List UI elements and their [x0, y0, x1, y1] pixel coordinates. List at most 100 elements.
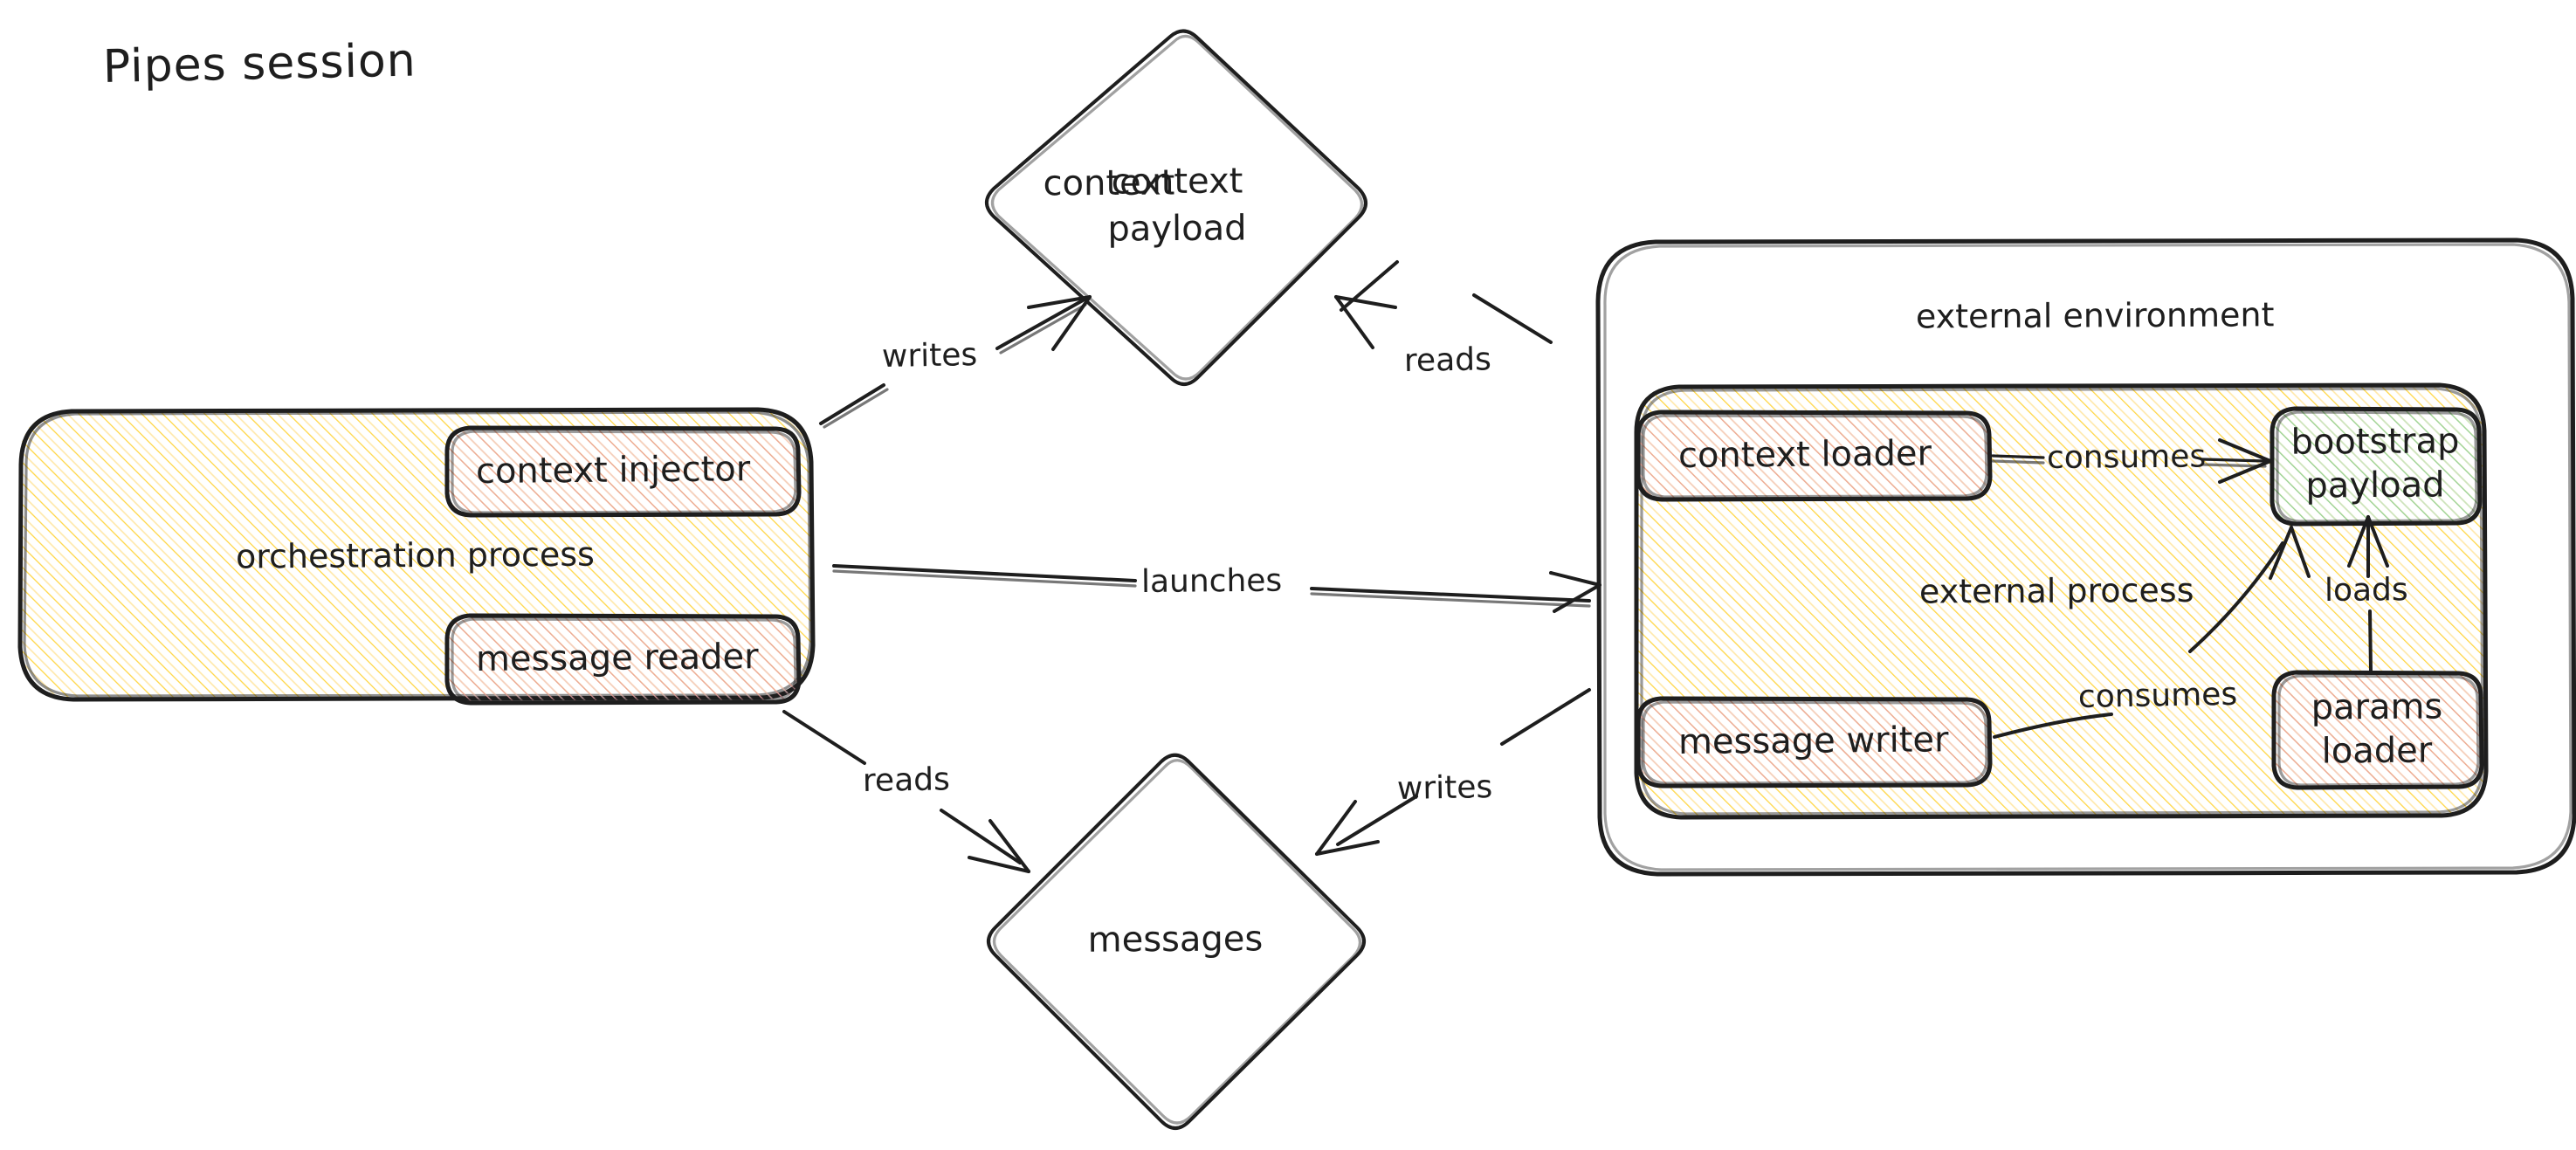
- page-title: Pipes session: [102, 34, 417, 93]
- message-writer-outline-1: [1636, 696, 1993, 788]
- context-payload-text: context payload: [1107, 161, 1246, 249]
- message-writer-label: message writer: [1678, 720, 1949, 762]
- edge-reads-msg-line-b: [940, 809, 1022, 864]
- bootstrap-payload-outline-1: [2269, 406, 2483, 527]
- orchestration-label: orchestration process: [236, 535, 595, 576]
- edge-writes-msg-head-2: [1315, 800, 1357, 856]
- node-context-payload[interactable]: context: [985, 29, 1367, 386]
- context-payload-outline-2: [990, 34, 1364, 381]
- params-loader-outline-1: [2271, 670, 2484, 790]
- node-context-loader[interactable]: context loader: [1636, 410, 1993, 502]
- messages-outline-1: [987, 753, 1366, 1130]
- edge-loads-bootstrap-label: loads: [2325, 572, 2408, 609]
- edge-consumes-mw-head-1: [2269, 526, 2293, 580]
- edge-loads-line-a: [2368, 609, 2373, 672]
- edge-consumes-bootstrap[interactable]: consumes: [1991, 438, 2272, 484]
- edge-consumes-mw-line-a: [1993, 713, 2113, 739]
- edge-reads-msg-head-2: [988, 819, 1030, 873]
- params-loader-fill: [2272, 672, 2482, 788]
- edge-writes-messages[interactable]: writes: [1315, 688, 1591, 856]
- edge-launches-head-1: [1549, 571, 1601, 587]
- external-environment-outline-1: [1595, 238, 2576, 877]
- node-orchestration-process[interactable]: orchestration process context injector m…: [17, 407, 816, 706]
- context-injector-outline-1: [444, 425, 802, 518]
- edge-launches[interactable]: launches: [832, 563, 1601, 613]
- edge-writes-cp-head-1: [1027, 295, 1092, 309]
- external-process-outline-1: [1634, 382, 2489, 820]
- edge-loads-bootstrap[interactable]: loads: [2325, 515, 2408, 672]
- edge-loads-head-1: [2347, 515, 2370, 568]
- node-messages[interactable]: messages: [987, 753, 1366, 1130]
- node-external-environment[interactable]: external environment external process co…: [1595, 238, 2576, 877]
- message-writer-fill: [1636, 699, 1990, 786]
- orchestration-outline-1: [17, 407, 816, 702]
- node-context-injector[interactable]: context injector: [444, 425, 802, 518]
- bootstrap-payload-outline-2: [2276, 410, 2478, 523]
- bootstrap-payload-fill: [2270, 409, 2480, 524]
- edge-writes-context-payload-label: writes: [882, 337, 978, 375]
- edge-reads-messages[interactable]: reads: [782, 710, 1030, 873]
- context-loader-fill: [1636, 412, 1990, 499]
- messages-outline-2: [992, 759, 1362, 1125]
- edge-reads-messages-label: reads: [863, 761, 951, 799]
- edge-consumes-bp-head-2: [2218, 459, 2272, 484]
- edge-reads-context-payload[interactable]: reads: [1334, 260, 1553, 379]
- params-loader-label-line1: params: [2311, 686, 2442, 727]
- edge-consumes-message-writer-label: consumes: [2078, 677, 2238, 715]
- edge-reads-cp-head-1: [1334, 295, 1397, 309]
- page-title-text: Pipes session: [102, 34, 417, 93]
- bootstrap-payload-label-line2: payload: [2305, 465, 2444, 506]
- params-loader-outline-2: [2277, 674, 2480, 787]
- context-payload-label-line1: context: [1043, 163, 1174, 204]
- messages-label: messages: [1088, 919, 1264, 960]
- orchestration-outline-2: [23, 410, 812, 698]
- context-injector-fill: [445, 428, 799, 515]
- message-reader-outline-2: [451, 617, 797, 702]
- external-process-label: external process: [1919, 571, 2194, 611]
- edge-consumes-message-writer[interactable]: consumes: [1993, 526, 2311, 739]
- external-environment-label: external environment: [1916, 295, 2275, 335]
- context-loader-outline-1: [1636, 410, 1993, 502]
- edge-reads-cp-head-2: [1334, 295, 1374, 349]
- context-payload-word-payload: payload: [1107, 208, 1246, 249]
- edge-writes-context-payload[interactable]: writes: [819, 295, 1092, 429]
- edge-writes-msg-line-b: [1336, 795, 1418, 846]
- context-payload-word-context: context: [1111, 161, 1243, 202]
- edge-loads-head-2: [2366, 515, 2389, 568]
- edge-consumes-bp-line-a: [1991, 454, 2045, 459]
- node-bootstrap-payload[interactable]: bootstrap payload: [2269, 406, 2483, 527]
- edge-reads-msg-head-1: [968, 856, 1030, 873]
- external-environment-outline-2: [1603, 243, 2573, 871]
- edge-writes-cp-line-d: [999, 303, 1087, 355]
- edge-writes-cp-line-c: [995, 299, 1085, 350]
- edge-launches-line-a: [832, 564, 1137, 582]
- edge-reads-msg-line-a: [782, 710, 866, 765]
- edge-launches-line-d: [1310, 592, 1591, 608]
- edge-writes-cp-line-b: [823, 388, 889, 429]
- edge-consumes-bp-line-b: [1991, 459, 2045, 465]
- edge-consumes-mw-head-2: [2290, 526, 2311, 578]
- edge-consumes-mw-line-b: [2188, 541, 2284, 653]
- edge-launches-line-c: [1310, 587, 1591, 603]
- context-payload-outline-1: [985, 29, 1367, 386]
- edge-reads-cp-line-b: [1340, 260, 1399, 312]
- edge-writes-cp-line-a: [819, 383, 885, 425]
- edge-writes-messages-label: writes: [1397, 769, 1493, 807]
- context-injector-label: context injector: [476, 449, 751, 492]
- edge-reads-context-payload-label: reads: [1404, 341, 1492, 379]
- node-external-process[interactable]: external process context loader bootstra…: [1634, 382, 2489, 820]
- edge-launches-line-b: [832, 569, 1137, 588]
- edge-launches-head-2: [1553, 583, 1601, 613]
- node-message-writer[interactable]: message writer: [1636, 696, 1993, 788]
- node-message-reader[interactable]: message reader: [444, 613, 802, 706]
- edge-writes-msg-head-1: [1315, 840, 1380, 856]
- context-loader-label: context loader: [1678, 433, 1932, 476]
- message-reader-outline-1: [444, 613, 802, 706]
- edge-consumes-bootstrap-label: consumes: [2047, 438, 2207, 476]
- bootstrap-payload-label-line1: bootstrap: [2290, 421, 2459, 462]
- message-reader-fill: [445, 616, 799, 703]
- params-loader-label-line2: loader: [2322, 731, 2433, 772]
- node-params-loader[interactable]: params loader: [2271, 670, 2484, 790]
